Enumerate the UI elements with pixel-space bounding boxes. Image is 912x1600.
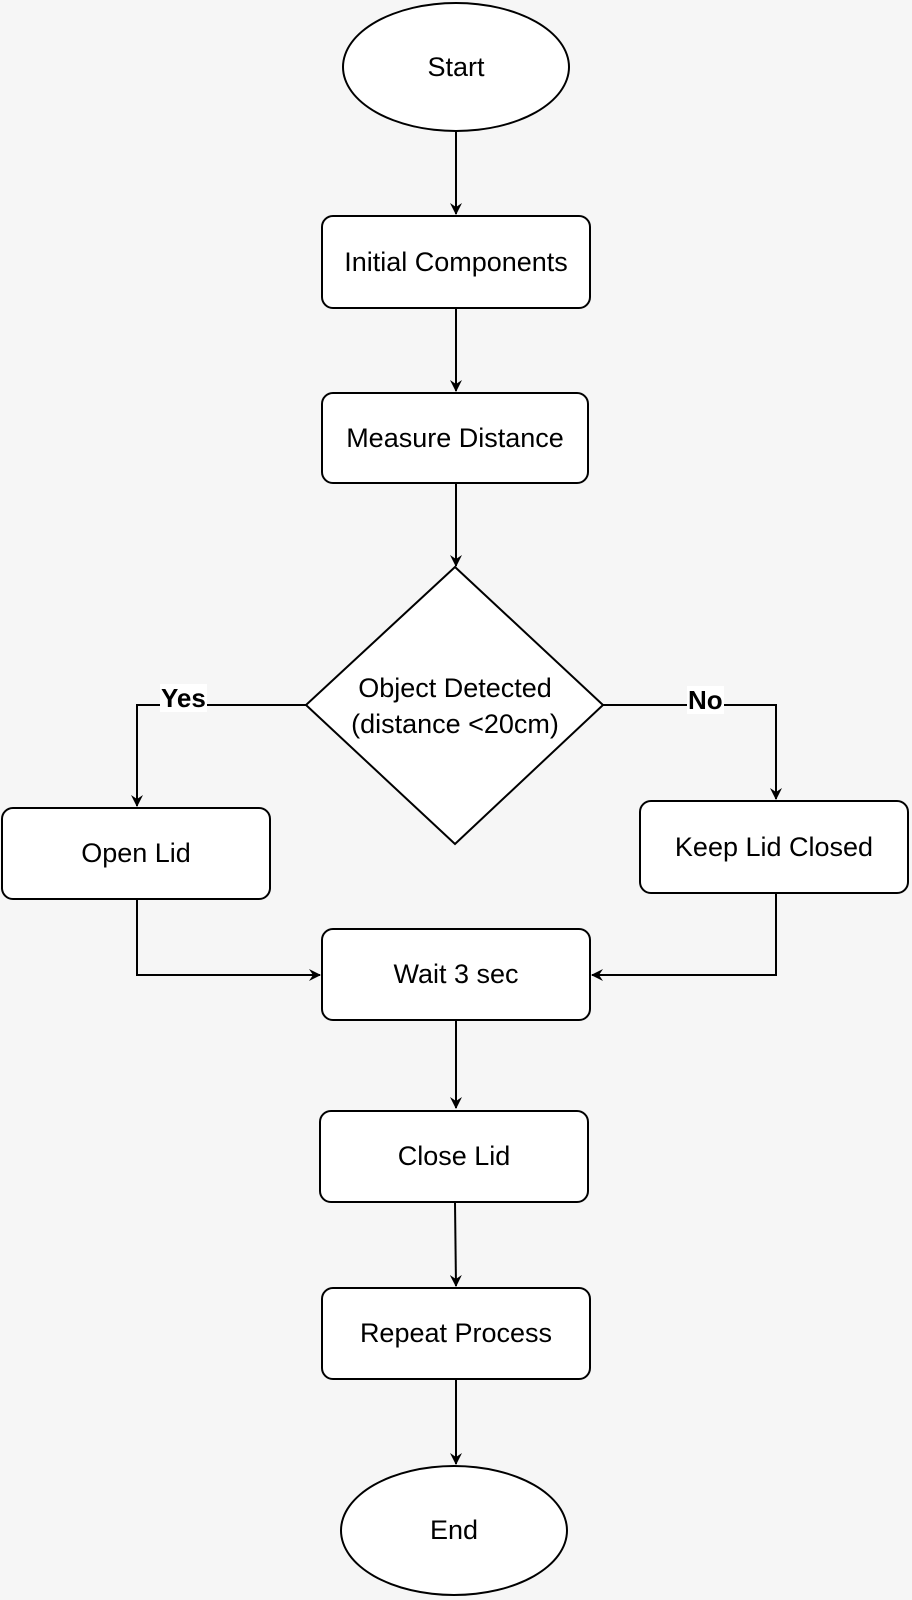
no-edge-label: No [687, 685, 724, 715]
decision-label-line2: (distance <20cm) [351, 709, 559, 739]
open-lid-node: Open Lid [1, 807, 271, 900]
start-node: Start [342, 2, 570, 132]
arrow-decision-yes-to-open [131, 704, 306, 807]
initial-components-node: Initial Components [321, 215, 591, 309]
decision-diamond [304, 565, 605, 846]
end-node: End [340, 1465, 568, 1596]
yes-edge-label: Yes [160, 683, 207, 713]
close-lid-node: Close Lid [319, 1110, 589, 1203]
arrow-decision-no-to-keep [603, 704, 782, 800]
wait-3-sec-node: Wait 3 sec [321, 928, 591, 1021]
arrow-close-to-repeat [449, 1202, 462, 1287]
keep-lid-closed-node: Keep Lid Closed [639, 800, 909, 894]
arrow-keep-to-wait [591, 894, 777, 981]
arrow-open-to-wait [136, 900, 321, 981]
repeat-process-node: Repeat Process [321, 1287, 591, 1380]
decision-label-line1: Object Detected [358, 673, 552, 703]
decision-label: Object Detected (distance <20cm) [306, 670, 604, 742]
measure-distance-node: Measure Distance [321, 392, 589, 484]
